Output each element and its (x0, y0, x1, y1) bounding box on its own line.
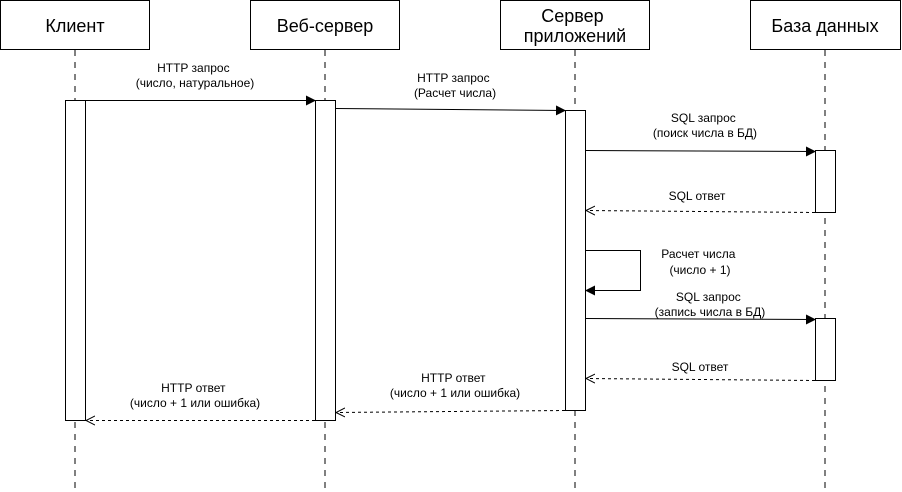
message-label-self-calc-line-2: (число + 1) (669, 263, 730, 277)
message-label-http-request-1-line-1: HTTP запрос (157, 61, 229, 75)
actor-appserver: Сервер приложений (500, 0, 650, 50)
actor-client-label: Клиент (45, 16, 104, 36)
message-label-http-request-2-line-1: HTTP запрос (417, 71, 489, 85)
message-arrow-self-calc (585, 250, 641, 296)
actor-db: База данных (750, 0, 901, 50)
actor-db-label: База данных (771, 16, 878, 36)
message-label-sql-response-1: SQL ответ (669, 189, 726, 203)
actor-webserver-label-line: Веб-сервер (277, 16, 374, 36)
message-label-http-request-1: HTTP запрос (число, натуральное) (136, 61, 255, 90)
actor-client: Клиент (0, 0, 150, 50)
message-label-http-response-2: HTTP ответ (число + 1 или ошибка) (130, 381, 260, 410)
message-label-sql-response-2: SQL ответ (672, 360, 729, 374)
message-arrow-sql-request-1 (585, 146, 816, 157)
message-label-http-request-2: HTTP запрос (Расчет числа) (414, 71, 496, 100)
message-label-sql-request-1-line-1: SQL запрос (671, 111, 736, 125)
activation-db-2 (815, 318, 836, 381)
activation-webserver (315, 100, 336, 421)
actor-client-label-line: Клиент (45, 16, 104, 36)
actor-webserver: Веб-сервер (250, 0, 400, 50)
message-label-sql-request-2: SQL запрос (запись числа в БД) (655, 290, 766, 319)
message-arrow-http-request-2 (335, 105, 566, 116)
message-label-self-calc: Расчет числа (число + 1) (661, 247, 738, 277)
actor-appserver-label: Сервер приложений (524, 6, 626, 46)
message-label-sql-response-2-line-1: SQL ответ (672, 360, 729, 374)
message-label-http-response-1: HTTP ответ (число + 1 или ошибка) (390, 371, 520, 400)
actor-webserver-label: Веб-сервер (277, 16, 374, 36)
message-label-http-response-2-line-2: (число + 1 или ошибка) (130, 396, 260, 410)
activation-client (65, 100, 86, 421)
message-label-sql-response-1-line-1: SQL ответ (669, 189, 726, 203)
message-arrow-sql-request-2 (585, 314, 816, 325)
message-arrow-http-response-1 (336, 411, 566, 413)
message-label-http-response-1-line-2: (число + 1 или ошибка) (390, 386, 520, 400)
message-arrow-sql-response-2 (586, 379, 816, 381)
message-label-http-request-2-line-2: (Расчет числа) (414, 86, 496, 100)
actor-appserver-label-line-2: приложений (524, 26, 626, 46)
message-label-self-calc-line-1: Расчет числа (661, 247, 735, 261)
message-arrow-sql-response-1 (586, 211, 816, 213)
message-label-http-request-1-line-2: (число, натуральное) (136, 76, 255, 90)
message-label-sql-request-1-line-2: (поиск числа в БД) (653, 126, 757, 140)
actor-db-label-line: База данных (771, 16, 878, 36)
message-label-http-response-1-line-1: HTTP ответ (421, 371, 486, 385)
activation-db-1 (815, 150, 836, 213)
activation-appserver (565, 110, 586, 411)
message-label-sql-request-2-line-1: SQL запрос (676, 290, 741, 304)
message-label-sql-request-2-line-2: (запись числа в БД) (655, 305, 766, 319)
message-label-sql-request-1: SQL запрос (поиск числа в БД) (653, 111, 757, 140)
message-label-http-response-2-line-1: HTTP ответ (161, 381, 226, 395)
actor-appserver-label-line-1: Сервер (541, 6, 603, 26)
